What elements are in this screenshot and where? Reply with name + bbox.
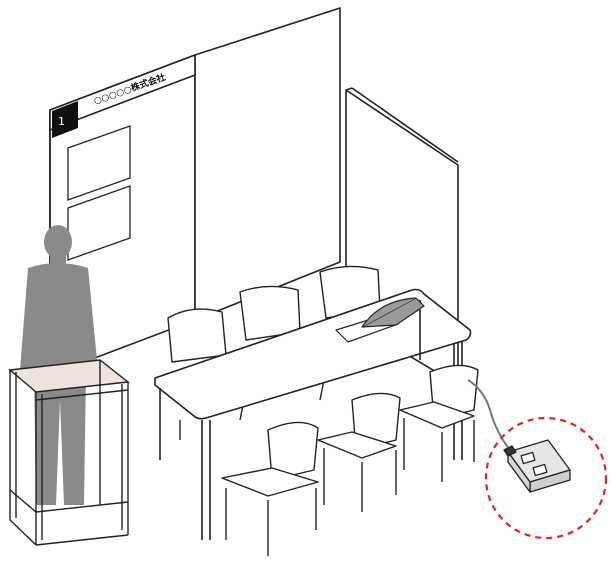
power-strip-icon — [504, 440, 570, 492]
booth-number: 1 — [58, 115, 65, 128]
